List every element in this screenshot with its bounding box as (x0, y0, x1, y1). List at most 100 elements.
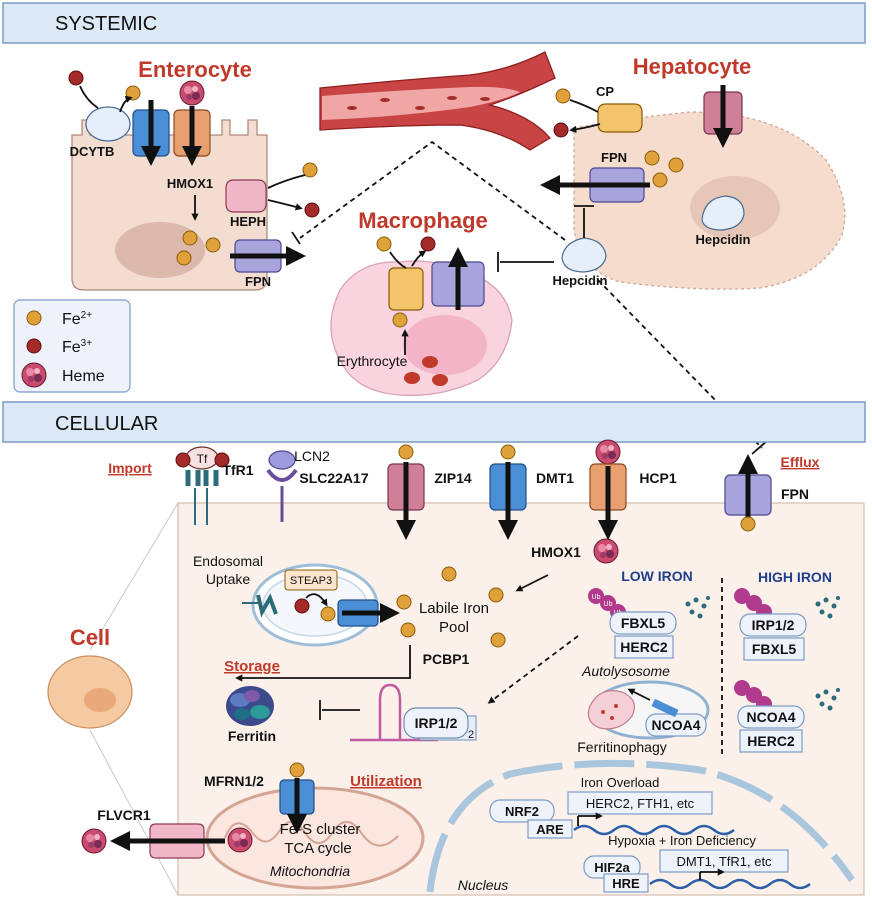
slc22a17-label: SLC22A17 (299, 470, 368, 486)
fe2-ion (555, 88, 571, 104)
tfr1-label: TfR1 (222, 462, 253, 478)
fe2-ion (488, 587, 504, 603)
storage-arrow (235, 645, 411, 682)
hepcidin-enterocyte-bar (291, 231, 301, 245)
irp-sub-label: 2 (468, 729, 474, 741)
import-label: Import (108, 460, 152, 476)
cp-arrow (569, 123, 601, 133)
lip-label-1: Labile Iron (419, 600, 489, 617)
fbxl5-low-label: FBXL5 (621, 615, 666, 631)
fpn-label: FPN (781, 486, 809, 502)
hepcidin-liver-protein (701, 195, 745, 231)
heme-molecule (595, 439, 621, 465)
efflux-label: Efflux (781, 454, 820, 470)
herc2-fth1-box (567, 791, 713, 815)
hepcidin-blood-protein (561, 237, 607, 273)
macrophage-title: Macrophage (358, 208, 488, 233)
slc22a17-receptor (266, 468, 298, 482)
mfrn12-label: MFRN1/2 (204, 773, 264, 789)
erythrocyte-label: Erythrocyte (337, 353, 408, 369)
tfr1-stalk (194, 488, 208, 525)
flvcr1-label: FLVCR1 (97, 807, 151, 823)
dcytb-label: DCYTB (70, 144, 115, 159)
degraded-fragments-high-2 (815, 688, 840, 711)
steap3-label: STEAP3 (290, 575, 332, 587)
fe2-ion (289, 762, 305, 778)
degraded-fragments-high-1 (815, 596, 840, 619)
herc2-fth1-label: HERC2, FTH1, etc (586, 796, 695, 811)
fe2-ion (490, 632, 506, 648)
fe3-ion (304, 202, 320, 218)
fbxl5-irp-dashed (487, 635, 579, 704)
hepatocyte-title: Hepatocyte (633, 54, 752, 79)
dcytb-arrow (119, 95, 133, 113)
fe2-ion (302, 162, 318, 178)
enterocyte-title: Enterocyte (138, 57, 252, 82)
fe2-ion (652, 172, 668, 188)
fe2-ion (392, 312, 408, 328)
nucleus-label: Nucleus (458, 877, 509, 893)
zip14-label: ZIP14 (434, 470, 472, 486)
dmt1-label: DMT1 (536, 470, 574, 486)
hmox1-lip-arrow (515, 574, 549, 592)
macrophage-line (389, 251, 407, 269)
heme-molecule (227, 827, 253, 853)
mitochondria (205, 786, 425, 890)
heph-protein (225, 179, 267, 213)
autolysosome-label: Autolysosome (581, 663, 670, 679)
heph-arrow (267, 199, 303, 211)
heme-molecule (81, 828, 107, 854)
legend-fe2-icon (26, 310, 42, 326)
fes-label-1: Fe-S cluster (280, 821, 361, 838)
fe2-ion (376, 236, 392, 252)
high-iron-label: HIGH IRON (758, 569, 832, 585)
fe3-ion (68, 70, 84, 86)
lcn2-label: LCN2 (294, 448, 330, 464)
hmox1-label: HMOX1 (167, 176, 213, 191)
ncoa4-ferritin (651, 698, 679, 718)
fes-label-2: TCA cycle (284, 840, 352, 857)
systemic-banner (2, 2, 866, 44)
heph-label: HEPH (230, 214, 266, 229)
fpn-label-enterocyte: FPN (245, 274, 271, 289)
fe2-ion (182, 230, 198, 246)
ub-label: Ub (604, 601, 613, 608)
are-box (527, 819, 573, 839)
legend-fe3-label: Fe3+ (62, 338, 92, 356)
tfr1-receptor (185, 470, 219, 486)
dmt1-tfr1-label: DMT1, TfR1, etc (676, 854, 772, 869)
fe2-ion (500, 444, 516, 460)
hypoxia-label: Hypoxia + Iron Deficiency (608, 833, 756, 848)
macrophage-nucleus (403, 315, 487, 375)
legend-heme-label: Heme (62, 368, 105, 385)
fpn-label-hepatocyte: FPN (601, 150, 627, 165)
ncoa4-label: NCOA4 (651, 717, 700, 733)
hre-label: HRE (612, 876, 640, 891)
hif2a-label: HIF2a (594, 860, 630, 875)
hepcidin-blood-label: Hepcidin (553, 273, 608, 288)
hmox1-cellular-label: HMOX1 (531, 544, 581, 560)
cp-line (569, 99, 599, 113)
systemic-title: SYSTEMIC (55, 13, 157, 35)
fbxl5-high-box (743, 637, 805, 661)
nucleus-membrane (426, 759, 855, 893)
fe2-ion (441, 566, 457, 582)
irp12-high-box (739, 613, 807, 637)
blood-vessel-lumen (322, 86, 520, 120)
fe3-ion (420, 236, 436, 252)
pcbp1-label: PCBP1 (423, 651, 470, 667)
fe3-ion (553, 122, 569, 138)
irp12-high-label: IRP1/2 (752, 617, 795, 633)
dna-strand-1 (573, 824, 735, 836)
fe2-ion (644, 150, 660, 166)
endosomal-label-2: Uptake (206, 571, 251, 587)
cell-icon-nucleus (84, 688, 116, 712)
heme-molecule (179, 80, 205, 106)
ferritinophagy-label: Ferritinophagy (577, 739, 667, 755)
utilization-label: Utilization (350, 773, 422, 790)
legend-heme-icon (21, 362, 47, 388)
fe2-ion (400, 622, 416, 638)
fe2-ion (398, 444, 414, 460)
macrophage-import-channel (388, 267, 424, 311)
